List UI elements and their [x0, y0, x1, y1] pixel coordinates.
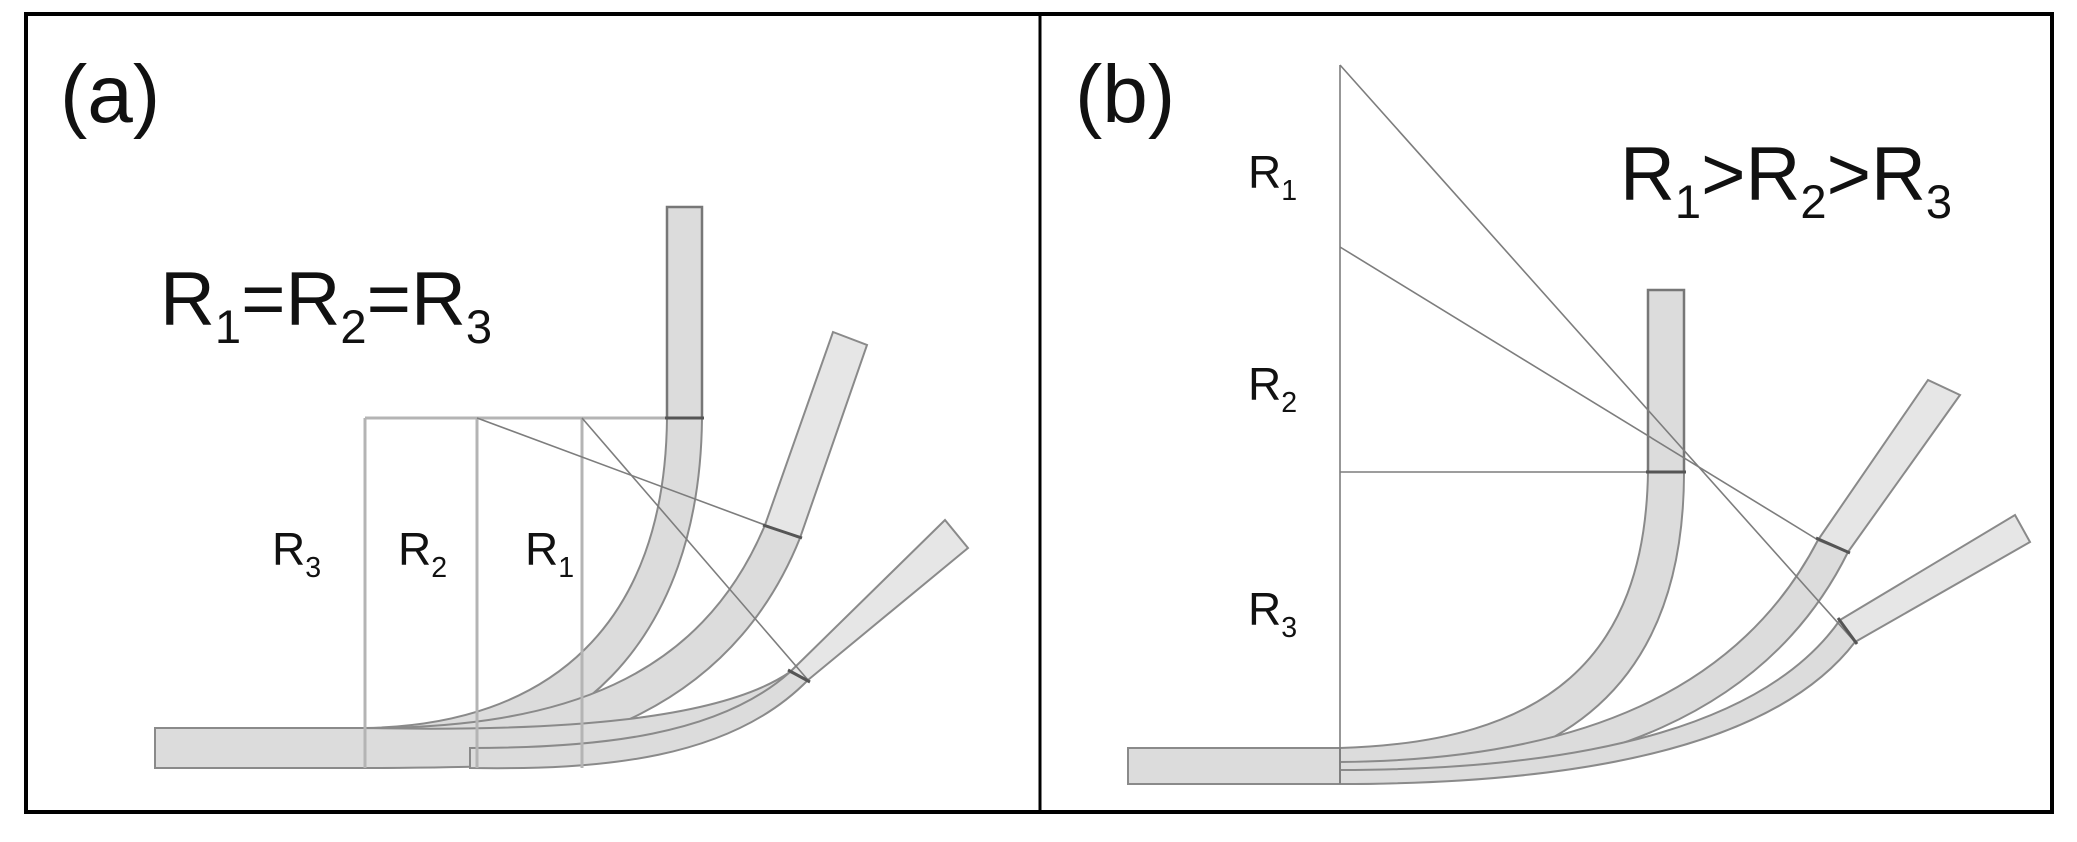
panel-a-label: (a) [60, 49, 160, 140]
panel-a-outlet-2 [763, 330, 869, 540]
panel-b-radius-label-1: R1 [1248, 146, 1297, 207]
panel-a-inlet-pipe [154, 727, 366, 769]
panel-a-equation: R1=R2=R3 [160, 257, 492, 353]
panel-a-outlet-3 [665, 205, 704, 420]
panel-a-radius-label-2: R2 [398, 523, 447, 584]
panel-b-inlet-pipe [1127, 747, 1341, 785]
panel-b-radius-label-3: R3 [1248, 583, 1297, 644]
panel-b-radius-label-2: R2 [1248, 358, 1297, 419]
panel-b-outlet-2 [1816, 378, 1962, 554]
panel-b-tick-1 [1836, 617, 1859, 645]
panel-a-radius-label-1: R1 [525, 523, 574, 584]
panel-a-tick-2 [762, 523, 803, 540]
panel-b-diagonal-2 [1339, 246, 1819, 541]
panel-b-tick-2 [1815, 536, 1851, 555]
panel-b-label: (b) [1075, 49, 1175, 140]
panel-b: (b) R1>R2>R3 R1 R2 R3 [1075, 49, 2032, 786]
panel-b-equation: R1>R2>R3 [1620, 132, 1952, 228]
panel-a-diagonal-2 [476, 417, 801, 539]
panel-b-outlet-1 [1838, 513, 2032, 644]
panel-a-outlet-1 [788, 518, 970, 682]
panel-b-diagonal-1 [1339, 64, 1856, 643]
panel-a-tick-1 [787, 668, 811, 684]
panel-a-radius-label-3: R3 [272, 523, 321, 584]
panel-a: (a) R1=R2=R3 R3 R2 R1 [60, 49, 970, 770]
panel-a-diagonal-1 [581, 417, 809, 681]
